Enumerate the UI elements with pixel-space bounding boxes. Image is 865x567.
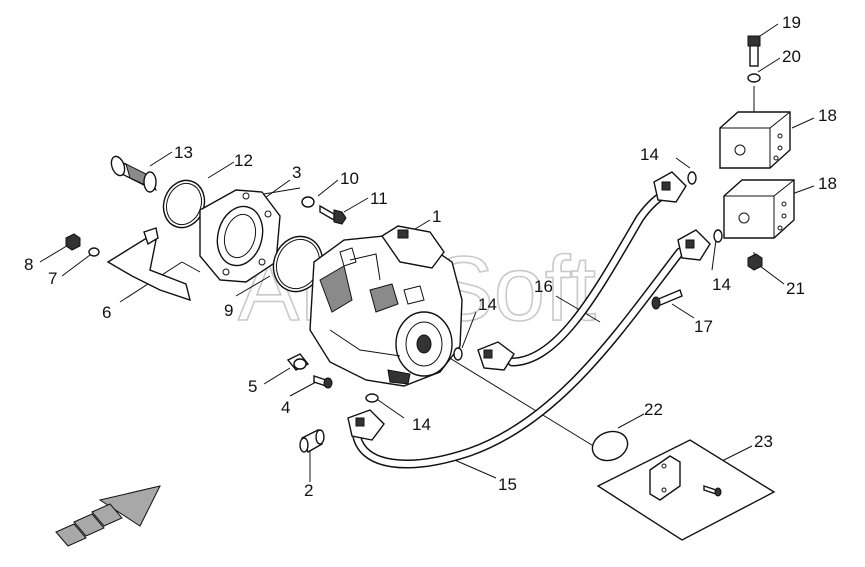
- part-valve-block-lower: [723, 179, 795, 239]
- callout-labels: 1 2 3 4 5 6 7 8 9 10 11 12 13 14 14 14 1…: [24, 13, 837, 500]
- callout-label: 14: [412, 415, 431, 434]
- part-o-ring-22: [591, 430, 629, 462]
- part-washer-7: [88, 247, 100, 257]
- callout-label: 6: [102, 303, 111, 322]
- callout-label: 7: [48, 269, 57, 288]
- part-bolt-17: [651, 289, 683, 310]
- callout-label: 13: [174, 143, 193, 162]
- part-nut-21: [747, 253, 763, 271]
- callout-label: 3: [292, 163, 301, 182]
- callout-label: 21: [786, 279, 805, 298]
- part-washer-20: [747, 73, 761, 83]
- part-flange: [199, 189, 281, 283]
- part-nut-8: [65, 233, 81, 251]
- part-bolt-4: [313, 375, 333, 389]
- callout-label: 11: [370, 189, 388, 208]
- callout-label: 22: [644, 400, 663, 419]
- part-seal-14-lower: [713, 229, 723, 243]
- part-valve-block-upper: [719, 111, 791, 169]
- callout-label: 14: [712, 275, 731, 294]
- leader-lines: [39, 23, 815, 482]
- callout-label: 18: [818, 174, 837, 193]
- callout-label: 12: [234, 151, 253, 170]
- hose-fitting-bottom: [347, 409, 385, 441]
- callout-label: 15: [498, 475, 517, 494]
- hose-fitting-upper: [653, 171, 687, 203]
- part-bolt-11: [319, 204, 347, 225]
- part-fitting-2: [299, 428, 325, 453]
- callout-label: 9: [224, 301, 233, 320]
- callout-label: 17: [694, 317, 713, 336]
- part-cover-kit: [596, 439, 776, 541]
- part-pump: [309, 225, 463, 387]
- part-seal-14-upper: [687, 171, 697, 185]
- callout-label: 14: [478, 295, 497, 314]
- callout-label: 23: [754, 432, 773, 451]
- hose-16: [507, 187, 673, 367]
- callout-label: 2: [304, 481, 313, 500]
- part-seal-14-bottom: [365, 393, 379, 403]
- hose-fitting-lower: [677, 229, 711, 261]
- part-washer-10: [301, 196, 315, 208]
- callout-label: 4: [281, 398, 290, 417]
- callout-label: 19: [782, 13, 801, 32]
- part-shaft: [110, 155, 157, 193]
- callout-label: 1: [432, 207, 441, 226]
- callout-label: 14: [640, 145, 659, 164]
- callout-label: 8: [24, 255, 33, 274]
- part-bolt-19: [747, 35, 761, 67]
- callout-label: 18: [818, 106, 837, 125]
- part-spacer-5: [286, 353, 310, 371]
- direction-arrow-icon: [55, 485, 161, 547]
- callout-label: 20: [782, 47, 801, 66]
- callout-label: 10: [340, 169, 359, 188]
- part-seal-14-pump: [453, 347, 463, 361]
- callout-label: 16: [534, 277, 553, 296]
- hose-15: [351, 247, 685, 469]
- hose-fitting-pump: [477, 341, 515, 371]
- part-bracket: [106, 227, 191, 302]
- callout-label: 5: [248, 377, 257, 396]
